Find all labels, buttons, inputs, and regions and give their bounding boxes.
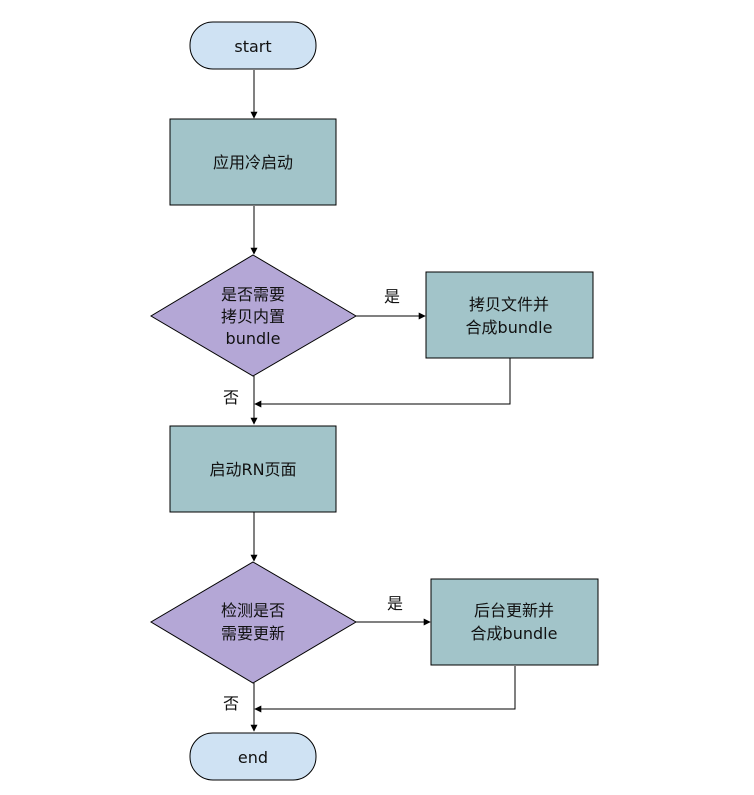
start-label: start [234,37,271,56]
cold-start-label: 应用冷启动 [213,153,293,172]
check-update-line-1: 检测是否 [221,601,285,620]
start-node: start [189,21,317,70]
bg-update-line-2: 合成bundle [471,624,558,643]
copy-merge-node: 拷贝文件并 合成bundle [425,271,594,359]
start-rn-node: 启动RN页面 [169,425,337,513]
end-node: end [189,732,317,781]
copy-merge-line-2: 合成bundle [466,318,553,337]
need-copy-decision: 是否需要 拷贝内置 bundle [150,254,357,377]
need-copy-line-1: 是否需要 [221,285,285,304]
bg-update-line-1: 后台更新并 [474,601,554,620]
edge-bgupdate-return [254,666,516,713]
bg-update-node: 后台更新并 合成bundle [430,578,599,666]
copy-merge-line-1: 拷贝文件并 [469,295,549,314]
edge-label-yes-2: 是 [387,594,403,613]
edge-label-no-2: 否 [223,694,239,713]
need-copy-line-3: bundle [226,329,281,348]
end-label: end [238,748,268,767]
edge-copy-merge-return [254,358,511,408]
start-rn-label: 启动RN页面 [209,460,296,479]
edge-label-no-1: 否 [223,388,239,407]
check-update-line-2: 需要更新 [221,624,285,643]
need-copy-line-2: 拷贝内置 [221,307,285,326]
edge-label-yes-1: 是 [384,287,400,306]
cold-start-node: 应用冷启动 [169,118,337,206]
check-update-decision: 检测是否 需要更新 [150,561,357,684]
